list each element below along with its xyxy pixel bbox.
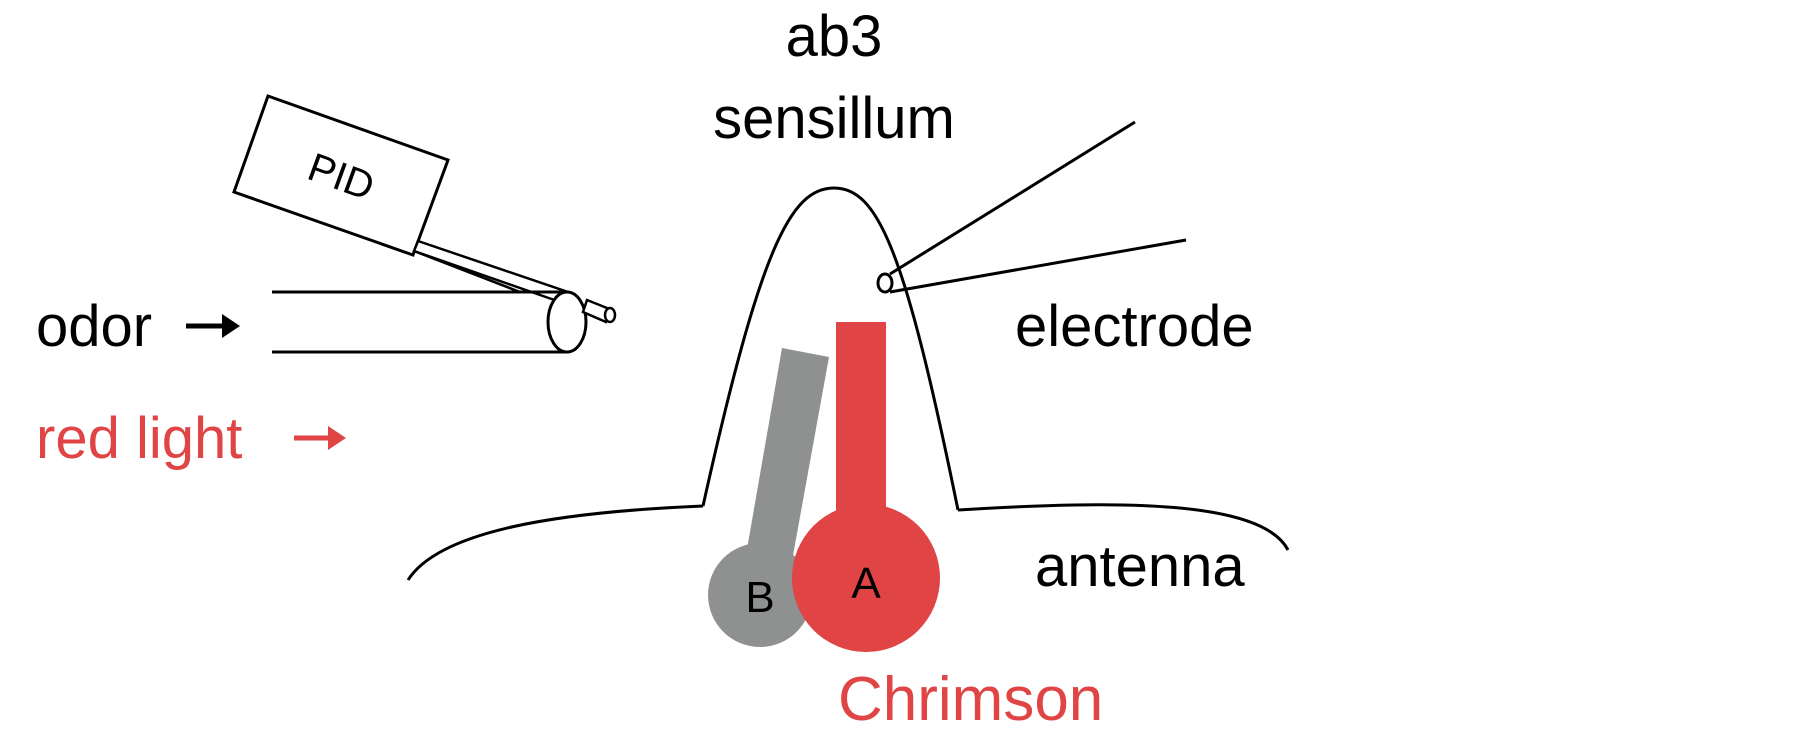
arrow-right-icon [294,426,346,450]
electrode-label: electrode [1015,294,1254,359]
pid-box [232,94,450,257]
antenna-surface-outline [406,504,704,581]
pid-tube-lower-line [413,249,521,294]
odor-tube-opening [546,290,588,354]
neuron-a-soma [792,504,940,652]
neuron-a-label: A [851,559,881,608]
pid-sample-tube [412,239,570,305]
antenna-label: antenna [1035,534,1245,599]
antenna-surface-right-outline [957,503,1290,551]
arrow-right-icon [186,314,240,338]
electrode-tip [876,272,894,294]
neuron-b-soma [708,543,812,647]
chrimson-label: Chrimson [838,665,1103,734]
neuron-b-label: B [745,573,774,622]
red-light-label: red light [36,406,242,471]
sensillum-outline [701,186,960,511]
neuron-a-dendrite [836,322,886,522]
electrode-lower-edge [889,238,1187,294]
pid-probe-tip-opening [603,306,617,324]
sensillum-label-line1: ab3 [786,4,883,69]
sensillum-label-line2: sensillum [713,86,955,151]
neuron-b-dendrite [743,348,829,572]
electrode-upper-edge [889,120,1136,276]
odor-label: odor [36,294,152,359]
